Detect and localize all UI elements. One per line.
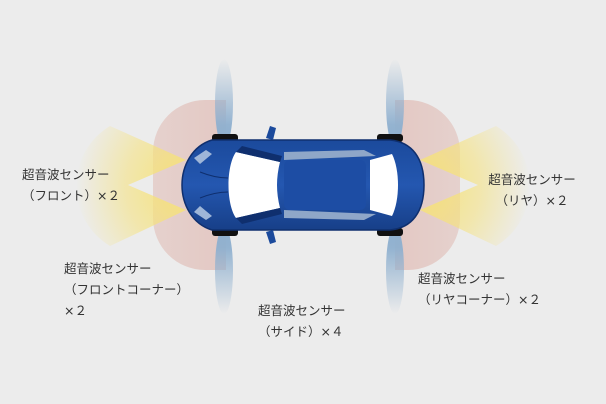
label-side-sensor: 超音波センサー （サイド）×４ (258, 303, 346, 339)
rear-sensor-beam (420, 126, 530, 246)
side-sensor-beam-front-bottom (215, 226, 233, 314)
side-sensor-beam-rear-bottom (386, 226, 404, 314)
rear-corner-zone (395, 100, 460, 270)
label-rear-sensor: 超音波センサー （リヤ）×２ (488, 172, 576, 208)
car-top-view (181, 126, 425, 244)
label-front-corner-sensor: 超音波センサー （フロントコーナー） ×２ (64, 261, 190, 318)
label-rear-corner-sensor: 超音波センサー （リヤコーナー）×２ (418, 271, 541, 307)
label-front-sensor: 超音波センサー （フロント）×２ (22, 167, 120, 203)
front-sensor-beam (76, 126, 186, 246)
side-sensor-beam-rear-top (386, 59, 404, 147)
side-sensor-beam-front-top (215, 59, 233, 147)
